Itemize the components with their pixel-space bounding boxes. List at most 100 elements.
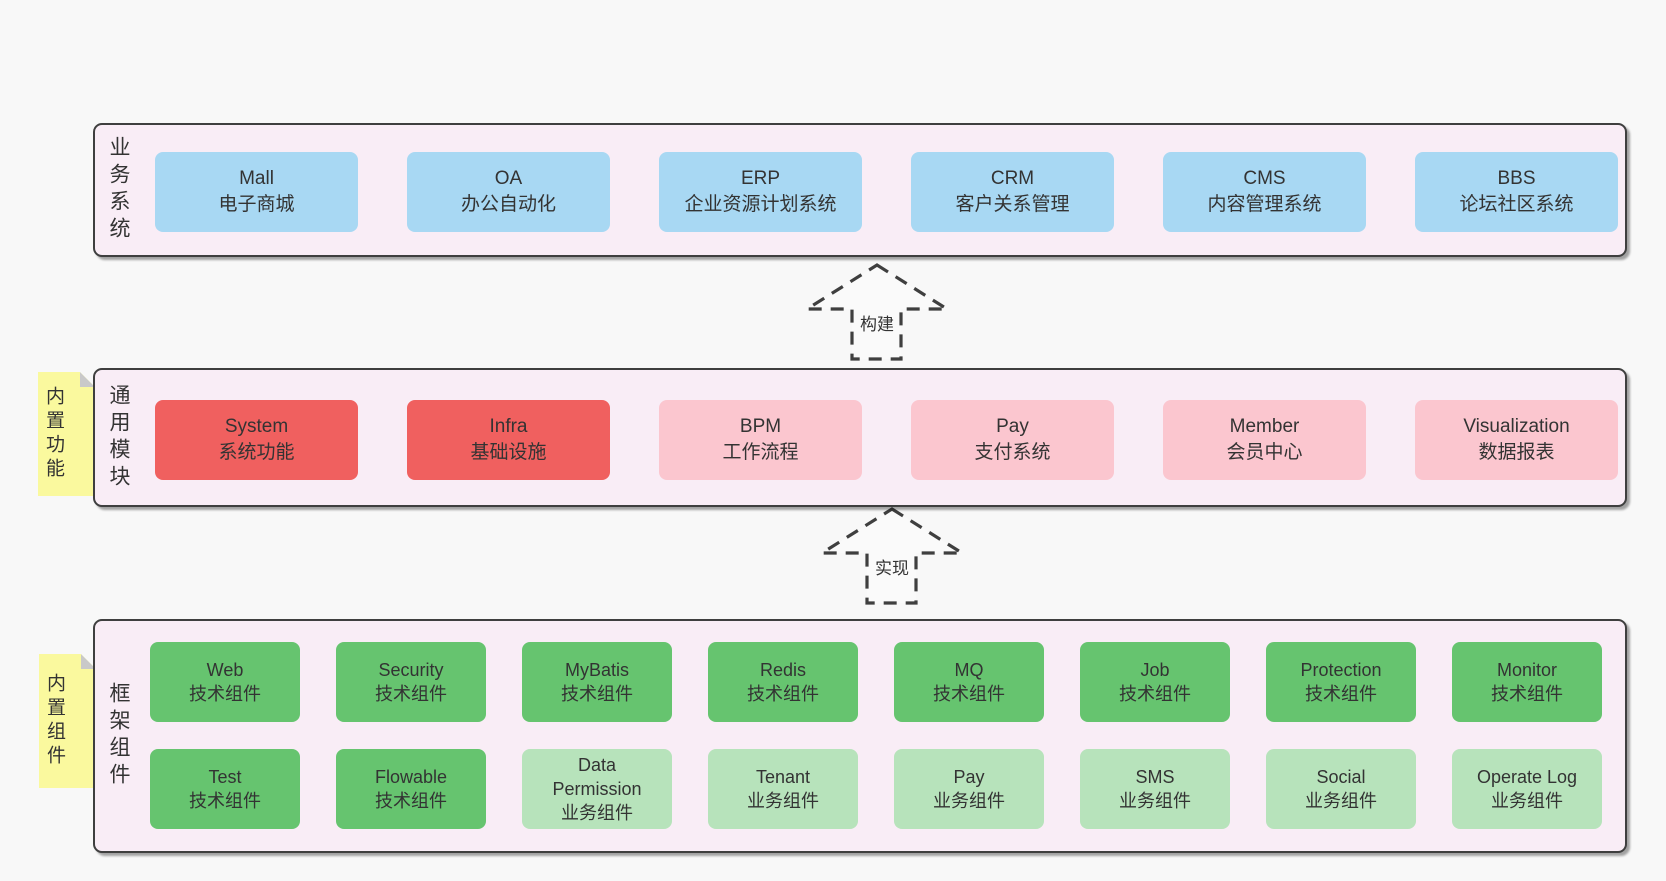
node-subtitle: 技术组件 — [1305, 684, 1377, 704]
node-crm: CRM 客户关系管理 — [911, 152, 1114, 232]
node-subtitle: 业务组件 — [747, 791, 819, 811]
node-mq: MQ 技术组件 — [894, 642, 1044, 722]
node-infra: Infra 基础设施 — [407, 400, 610, 480]
arrow-implement: 实现 — [820, 506, 964, 606]
node-subtitle: 企业资源计划系统 — [684, 194, 837, 215]
node-subtitle: 技术组件 — [747, 684, 819, 704]
node-subtitle: 电子商城 — [218, 194, 295, 215]
node-subtitle: 业务组件 — [1305, 791, 1377, 811]
sticky-note-builtin-components: 内置组件 — [39, 654, 96, 788]
node-title: Web — [206, 659, 244, 680]
node-title: CRM — [990, 168, 1035, 190]
node-subtitle: 数据报表 — [1478, 442, 1555, 463]
node-redis: Redis 技术组件 — [708, 642, 858, 722]
node-bbs: BBS 论坛社区系统 — [1415, 152, 1618, 232]
node-subtitle: 论坛社区系统 — [1459, 194, 1574, 215]
node-subtitle: 会员中心 — [1226, 442, 1303, 463]
node-sms: SMS 业务组件 — [1080, 749, 1230, 829]
node-title: OA — [494, 168, 523, 190]
node-mall: Mall 电子商城 — [155, 152, 358, 232]
band-business-systems-label: 业务系统 — [107, 136, 130, 244]
band-framework-components-label: 框架组件 — [107, 682, 130, 790]
node-title: System — [224, 416, 289, 438]
business-systems-row: Mall 电子商城 OA 办公自动化 ERP 企业资源计划系统 CRM 客户关系管理 CMS 内容… — [155, 152, 1618, 232]
node-title: Pay — [953, 766, 985, 787]
node-subtitle: 业务组件 — [1491, 791, 1563, 811]
node-test: Test 技术组件 — [150, 749, 300, 829]
node-title: Mall — [239, 168, 274, 190]
arrow-build-label: 构建 — [857, 310, 897, 335]
node-subtitle: 业务组件 — [561, 803, 633, 824]
arrow-build: 构建 — [805, 262, 949, 362]
node-title: Infra — [489, 416, 528, 438]
node-title: MQ — [954, 659, 984, 680]
node-title: Monitor — [1496, 659, 1558, 680]
node-title: Job — [1140, 659, 1170, 680]
node-visualization: Visualization 数据报表 — [1415, 400, 1618, 480]
node-web: Web 技术组件 — [150, 642, 300, 722]
node-oa: OA 办公自动化 — [407, 152, 610, 232]
sticky-note-builtin-components-text: 内置组件 — [44, 673, 65, 769]
node-subtitle: 客户关系管理 — [955, 194, 1070, 215]
node-subtitle: 技术组件 — [375, 791, 447, 811]
node-title: SMS — [1135, 766, 1175, 787]
node-title: Security — [378, 659, 444, 680]
node-subtitle: 工作流程 — [722, 442, 799, 463]
node-subtitle: 技术组件 — [189, 791, 261, 811]
node-social: Social 业务组件 — [1266, 749, 1416, 829]
node-subtitle: 系统功能 — [218, 442, 295, 463]
node-title: Test — [208, 766, 242, 787]
node-title: Tenant — [755, 766, 811, 787]
node-subtitle: 技术组件 — [1119, 684, 1191, 704]
band-business-systems: 业务系统 Mall 电子商城 OA 办公自动化 ERP 企业资源计划系统 CRM 客户关系管理… — [93, 123, 1627, 257]
node-subtitle: 支付系统 — [974, 442, 1051, 463]
common-modules-row: System 系统功能 Infra 基础设施 BPM 工作流程 Pay 支付系统 Member 会… — [155, 400, 1618, 480]
node-title: Member — [1229, 416, 1300, 438]
node-member: Member 会员中心 — [1163, 400, 1366, 480]
node-title: Flowable — [374, 766, 448, 787]
node-protection: Protection 技术组件 — [1266, 642, 1416, 722]
node-pay: Pay 业务组件 — [894, 749, 1044, 829]
node-title: BBS — [1497, 168, 1536, 190]
node-title: Pay — [996, 416, 1029, 438]
node-subtitle: 办公自动化 — [460, 194, 556, 215]
sticky-note-builtin-features-text: 内置功能 — [43, 386, 64, 482]
node-subtitle: 业务组件 — [933, 791, 1005, 811]
node-job: Job 技术组件 — [1080, 642, 1230, 722]
node-data-permission: Data Permission 业务组件 — [522, 749, 672, 829]
node-subtitle: 技术组件 — [561, 684, 633, 704]
node-monitor: Monitor 技术组件 — [1452, 642, 1602, 722]
node-mybatis: MyBatis 技术组件 — [522, 642, 672, 722]
node-subtitle: 技术组件 — [933, 684, 1005, 704]
node-title: MyBatis — [564, 659, 629, 680]
node-title: Data Permission — [552, 754, 642, 799]
node-title: BPM — [739, 416, 782, 438]
node-title: Redis — [759, 659, 807, 680]
node-subtitle: 技术组件 — [189, 684, 261, 704]
node-cms: CMS 内容管理系统 — [1163, 152, 1366, 232]
node-system: System 系统功能 — [155, 400, 358, 480]
node-flowable: Flowable 技术组件 — [336, 749, 486, 829]
sticky-note-builtin-features: 内置功能 — [38, 372, 95, 496]
node-subtitle: 技术组件 — [375, 684, 447, 704]
node-title: Operate Log — [1476, 766, 1578, 787]
node-subtitle: 内容管理系统 — [1207, 194, 1322, 215]
node-title: Protection — [1300, 659, 1382, 680]
node-title: ERP — [740, 168, 781, 190]
node-title: Visualization — [1463, 416, 1570, 438]
node-bpm: BPM 工作流程 — [659, 400, 862, 480]
node-title: Social — [1316, 766, 1366, 787]
node-security: Security 技术组件 — [336, 642, 486, 722]
node-tenant: Tenant 业务组件 — [708, 749, 858, 829]
node-operate-log: Operate Log 业务组件 — [1452, 749, 1602, 829]
node-subtitle: 基础设施 — [470, 442, 547, 463]
node-subtitle: 业务组件 — [1119, 791, 1191, 811]
node-pay: Pay 支付系统 — [911, 400, 1114, 480]
node-subtitle: 技术组件 — [1491, 684, 1563, 704]
node-title: CMS — [1243, 168, 1286, 190]
